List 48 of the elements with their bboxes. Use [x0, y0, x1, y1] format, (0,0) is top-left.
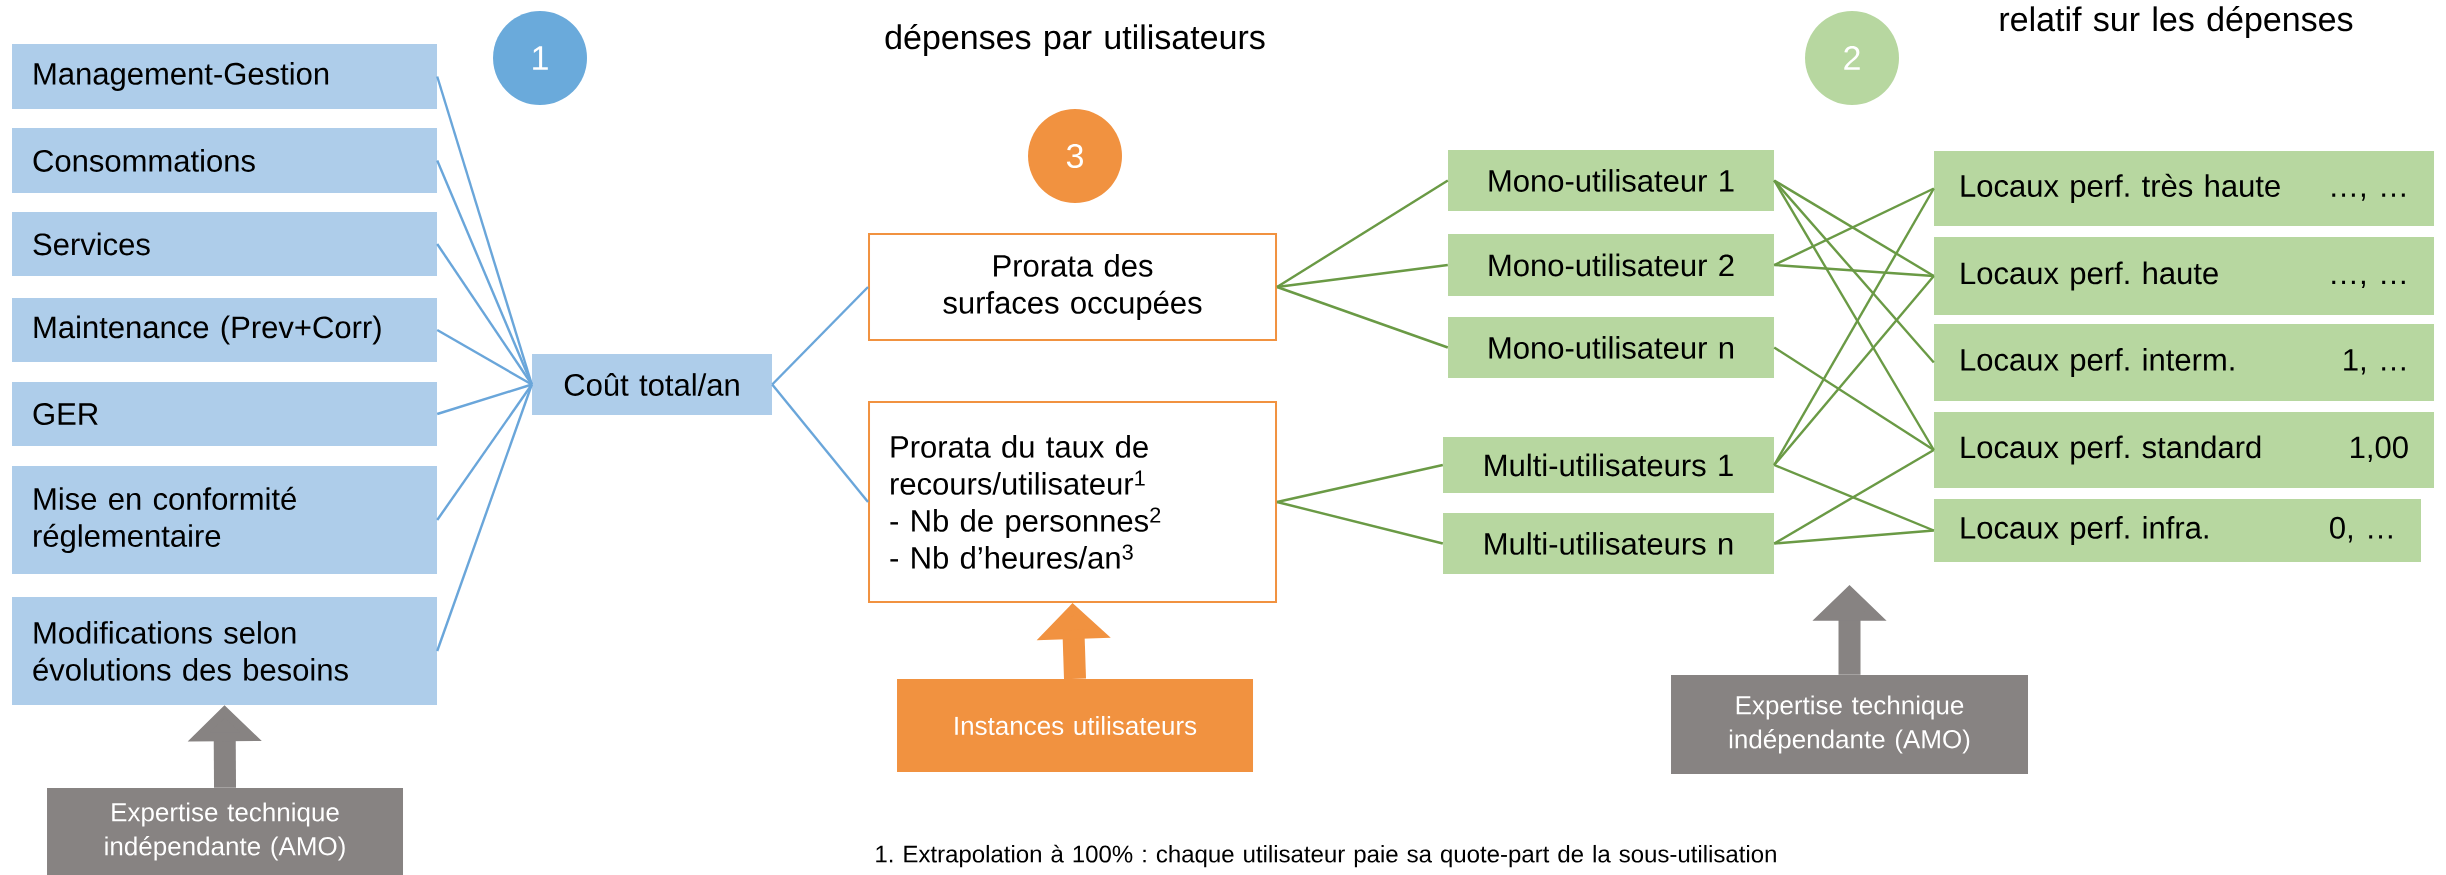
connector-line	[1276, 500, 1444, 545]
process-box: Modifications selon évolutions des besoins	[12, 597, 437, 705]
process-box: Mono-utilisateur 2	[1448, 234, 1774, 296]
connector-line	[771, 383, 869, 503]
connector-line	[1773, 275, 1935, 466]
connector-line	[1773, 179, 1935, 278]
connector-line	[1773, 346, 1935, 451]
input-box: Expertise technique indépendante (AMO)	[47, 788, 403, 875]
connector-line	[771, 286, 869, 386]
process-box: Coût total/an	[532, 354, 772, 415]
connector-line	[1774, 263, 1934, 278]
process-box: Multi-utilisateurs n	[1443, 513, 1774, 574]
process-box: Consommations	[12, 128, 437, 193]
process-box: Prorata des surfaces occupées	[868, 233, 1277, 341]
connector-line	[1773, 179, 1935, 364]
connector-line	[1276, 179, 1449, 288]
footnote: 1. Extrapolation à 100% : chaque utilisateur paie sa quote-part de la sous-utilisation	[876, 844, 1776, 868]
connector-line	[1276, 285, 1449, 349]
process-box: Services	[12, 212, 437, 276]
connector-line	[436, 384, 533, 652]
connector-line	[1773, 448, 1935, 545]
value-box: Locaux perf. standard 1,00	[1934, 412, 2434, 488]
input-box: Expertise technique indépendante (AMO)	[1671, 675, 2028, 774]
process-box: Mono-utilisateur n	[1448, 317, 1774, 378]
process-box: Management-Gestion	[12, 44, 437, 109]
value-box: Locaux perf. haute …, …	[1934, 237, 2434, 315]
heading-text: relatif sur les dépenses	[2000, 5, 2353, 39]
connector-line	[436, 243, 533, 386]
heading-text: dépenses par utilisateurs	[885, 23, 1265, 57]
connector-line	[436, 383, 533, 521]
connector-line	[436, 160, 533, 385]
value-box: Locaux perf. interm. 1, …	[1934, 324, 2434, 401]
process-box: Mise en conformité réglementaire	[12, 466, 437, 574]
connector-line	[1773, 187, 1935, 267]
connector-line	[1276, 463, 1444, 504]
process-box: Multi-utilisateurs 1	[1443, 437, 1774, 493]
connector-line	[1276, 263, 1448, 289]
connector-line	[436, 383, 533, 416]
input-box: Instances utilisateurs	[897, 679, 1253, 772]
process-box: Mono-utilisateur 1	[1448, 150, 1774, 211]
value-box: Locaux perf. infra. 0, …	[1934, 499, 2421, 562]
connector-line	[1773, 463, 1935, 532]
process-box: GER	[12, 382, 437, 446]
connector-line	[1774, 529, 1934, 545]
connector-line	[436, 328, 533, 386]
process-box: Maintenance (Prev+Corr)	[12, 298, 437, 362]
value-box: Locaux perf. très haute …, …	[1934, 151, 2434, 226]
process-box: Prorata du taux de recours/utilisateur$^{1}$ - Nb de personnes$^{2}$ - Nb d’heures/an$^{3}$	[868, 401, 1277, 603]
